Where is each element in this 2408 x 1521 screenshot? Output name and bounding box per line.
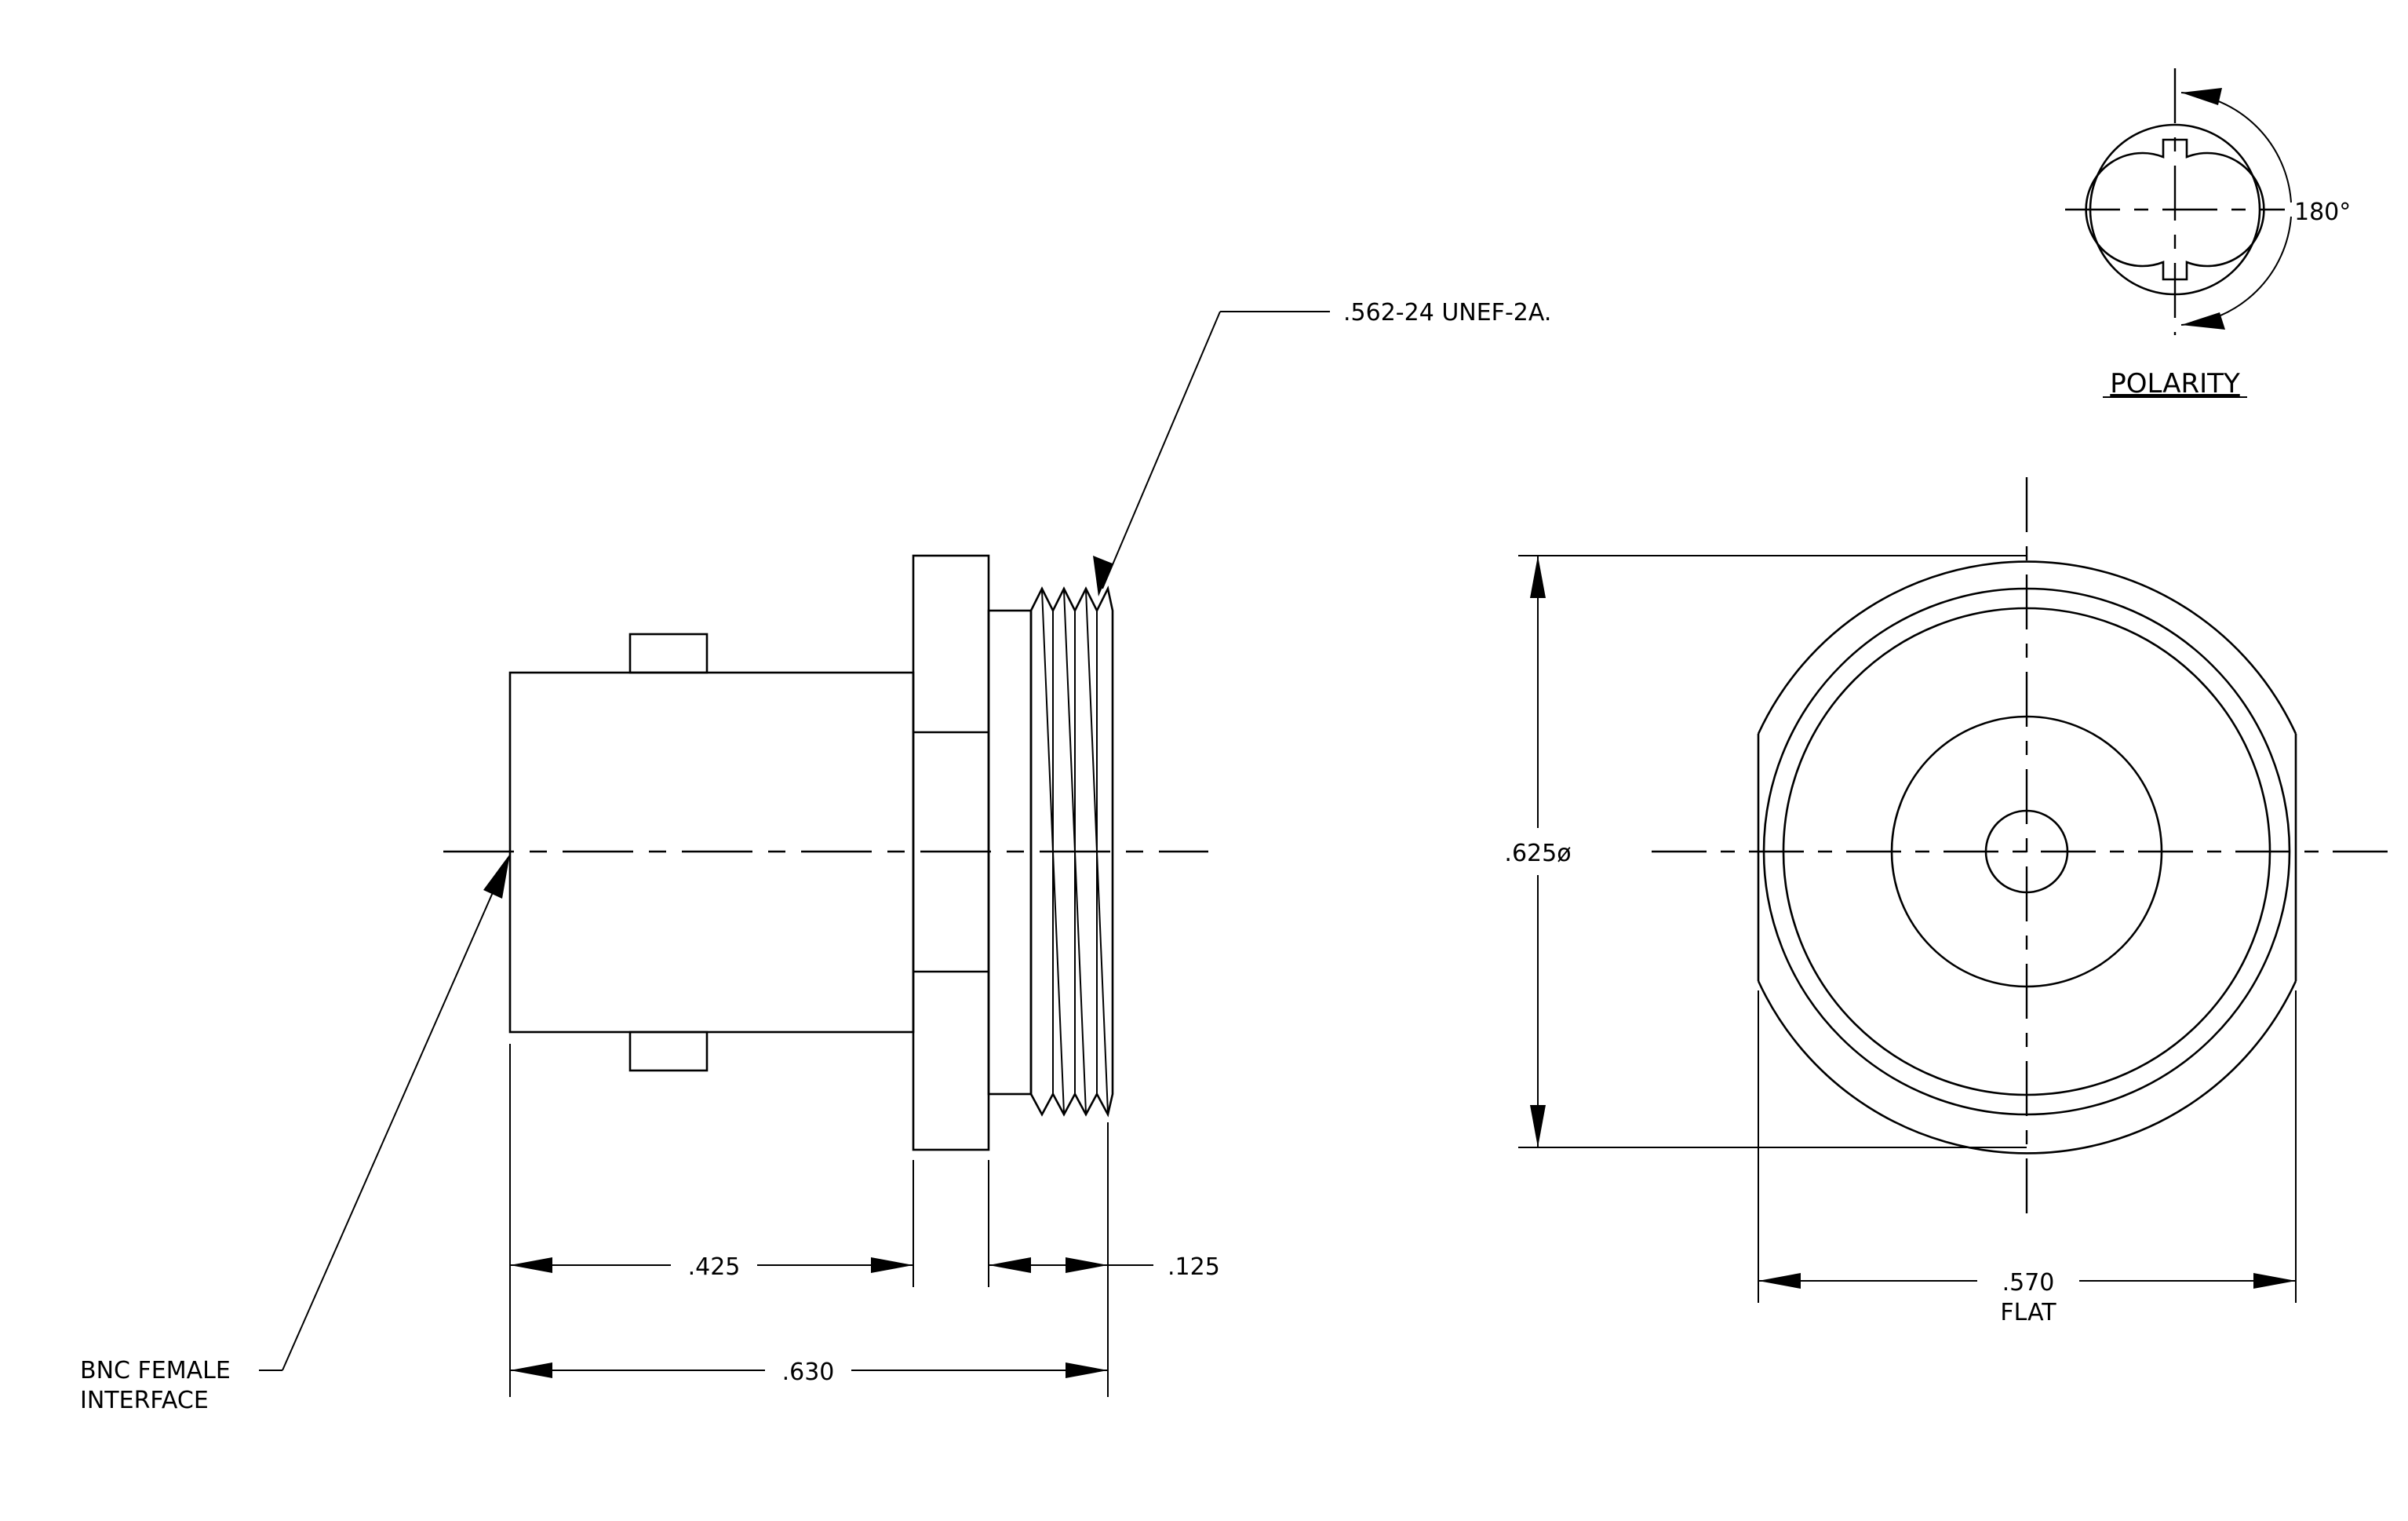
bnc-callout: BNC FEMALE INTERFACE	[80, 854, 510, 1414]
dim-630: .630	[782, 1359, 835, 1386]
dim-425: .425	[688, 1253, 741, 1281]
front-dimensions: .625ø .570 FLAT	[1504, 555, 2297, 1326]
dim-125: .125	[1168, 1253, 1220, 1281]
bnc-label-line1: BNC FEMALE	[80, 1357, 231, 1384]
hex-flange	[912, 554, 990, 1151]
thread-callout: .562-24 UNEF-2A.	[1093, 299, 1551, 596]
polarity-view: 180° POLARITY	[2065, 68, 2351, 399]
bayonet-pin-bottom	[628, 1030, 709, 1072]
front-view	[1652, 477, 2401, 1224]
polarity-arc-top	[2180, 92, 2292, 203]
outer-flange-arc-bottom	[1757, 980, 2297, 1154]
outer-flange-arc-top	[1757, 560, 2297, 735]
polarity-title: POLARITY	[2110, 368, 2240, 399]
dim-570: .570	[2002, 1269, 2055, 1297]
polarity-keyed-insert	[2085, 138, 2265, 281]
side-dimensions: .425 .125 .630	[509, 1044, 1220, 1397]
bnc-label-line2: INTERFACE	[80, 1387, 209, 1414]
thread-spec-label: .562-24 UNEF-2A.	[1343, 299, 1551, 326]
polarity-arc-bottom	[2180, 216, 2292, 326]
dim-625-dia: .625ø	[1504, 840, 1571, 867]
bayonet-pin-top	[628, 633, 709, 674]
dim-570-flat: FLAT	[2000, 1299, 2056, 1326]
polarity-angle: 180°	[2294, 199, 2351, 226]
side-view	[443, 554, 1208, 1151]
